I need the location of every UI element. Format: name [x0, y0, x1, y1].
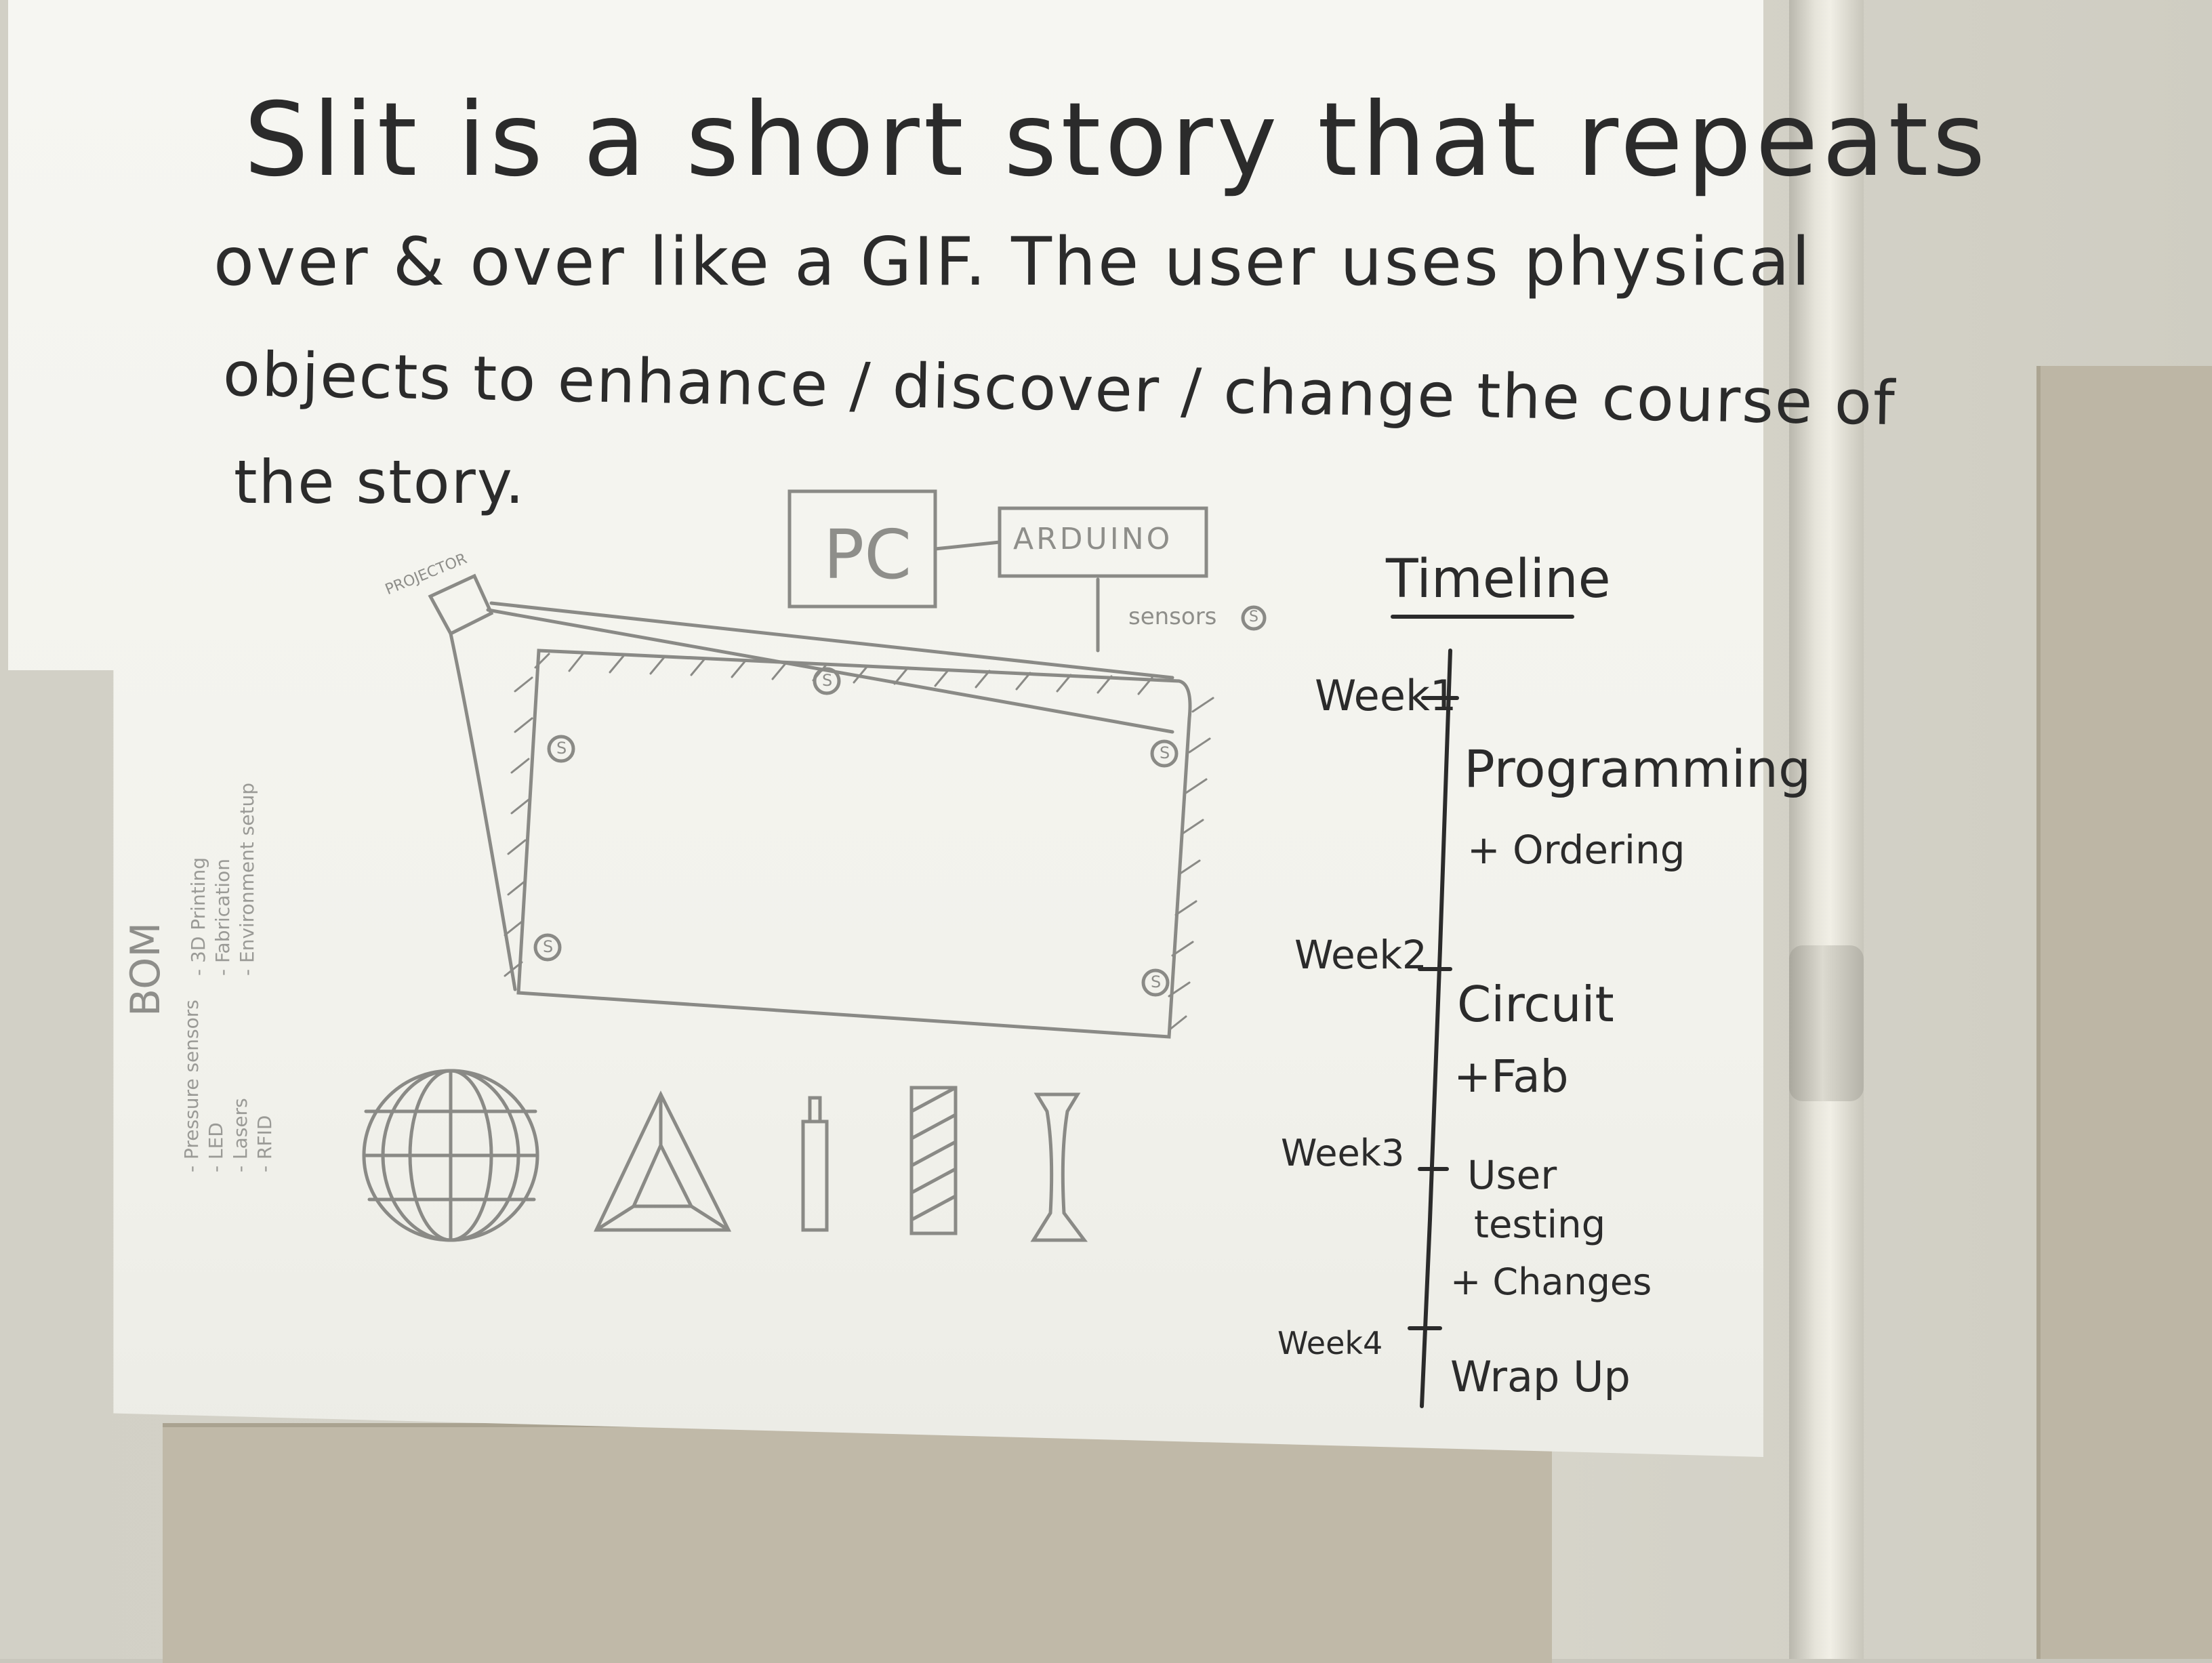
arduino-label: ARDUINO [1013, 522, 1173, 556]
wall-hatching [504, 653, 1214, 1031]
bom-item: - RFID [253, 1115, 276, 1172]
room-outline [516, 649, 1192, 1039]
sensor-mark: S [1249, 609, 1258, 625]
projector-box [428, 573, 494, 636]
bom-list-materials: - Pressure sensors - LED - Lasers - RFID [180, 1000, 277, 1172]
sensor-markers [533, 605, 1267, 997]
week-label: Week3 [1281, 1132, 1405, 1174]
wall-pipe [1789, 0, 1864, 1659]
bom-item: - Environment setup [236, 782, 258, 976]
pedestal-object [1030, 1092, 1088, 1242]
bom-item: - Lasers [229, 1098, 251, 1172]
task-testing: testing [1474, 1203, 1606, 1247]
flipchart-sheet [8, 0, 1763, 1457]
week-label: Week1 [1315, 671, 1457, 720]
task-user: User [1467, 1152, 1557, 1198]
pipe-clamp [1789, 945, 1864, 1101]
sensor-mark: S [1151, 972, 1162, 991]
sensor-mark: S [1160, 743, 1170, 762]
sensor-mark: S [556, 739, 567, 758]
sensors-label: sensors [1128, 603, 1217, 630]
bom-item: - LED [205, 1122, 227, 1172]
post-object [801, 1096, 829, 1232]
timeline-axis [1391, 615, 1574, 1408]
sphere-object [362, 1069, 539, 1242]
bom-list-tasks: - 3D Printing - Fabrication - Environmen… [186, 783, 260, 976]
task-ordering: + Ordering [1467, 827, 1685, 873]
statement-line-2: over & over like a GIF. The user uses ph… [213, 224, 1812, 301]
task-programming: Programming [1464, 739, 1811, 799]
bom-title: BOM [122, 922, 169, 1017]
bom-item: - Fabrication [211, 859, 234, 976]
sensor-mark: S [822, 671, 833, 690]
task-circuit: Circuit [1457, 976, 1614, 1033]
timeline-title: Timeline [1386, 549, 1611, 610]
statement-line-4: the story. [234, 447, 526, 517]
statement-line-1: Slit is a short story that repeats [244, 81, 1990, 199]
week-label: Week2 [1294, 932, 1427, 978]
task-changes: + Changes [1450, 1260, 1652, 1303]
bom-item: - 3D Printing [187, 857, 209, 976]
bom-item: - Pressure sensors [180, 1000, 203, 1172]
acoustic-panel-right [2036, 366, 2212, 1659]
task-fab: +Fab [1454, 1050, 1569, 1103]
pc-arduino-link [933, 540, 1002, 551]
week-label: Week4 [1277, 1325, 1383, 1361]
wall-left-outer [449, 632, 517, 991]
acoustic-panel-bottom [163, 1423, 1552, 1663]
pyramid-object [594, 1090, 732, 1232]
pc-label: PC [823, 515, 912, 594]
sensor-mark: S [543, 937, 554, 956]
bar-object [909, 1086, 958, 1235]
task-wrap-up: Wrap Up [1450, 1352, 1631, 1401]
